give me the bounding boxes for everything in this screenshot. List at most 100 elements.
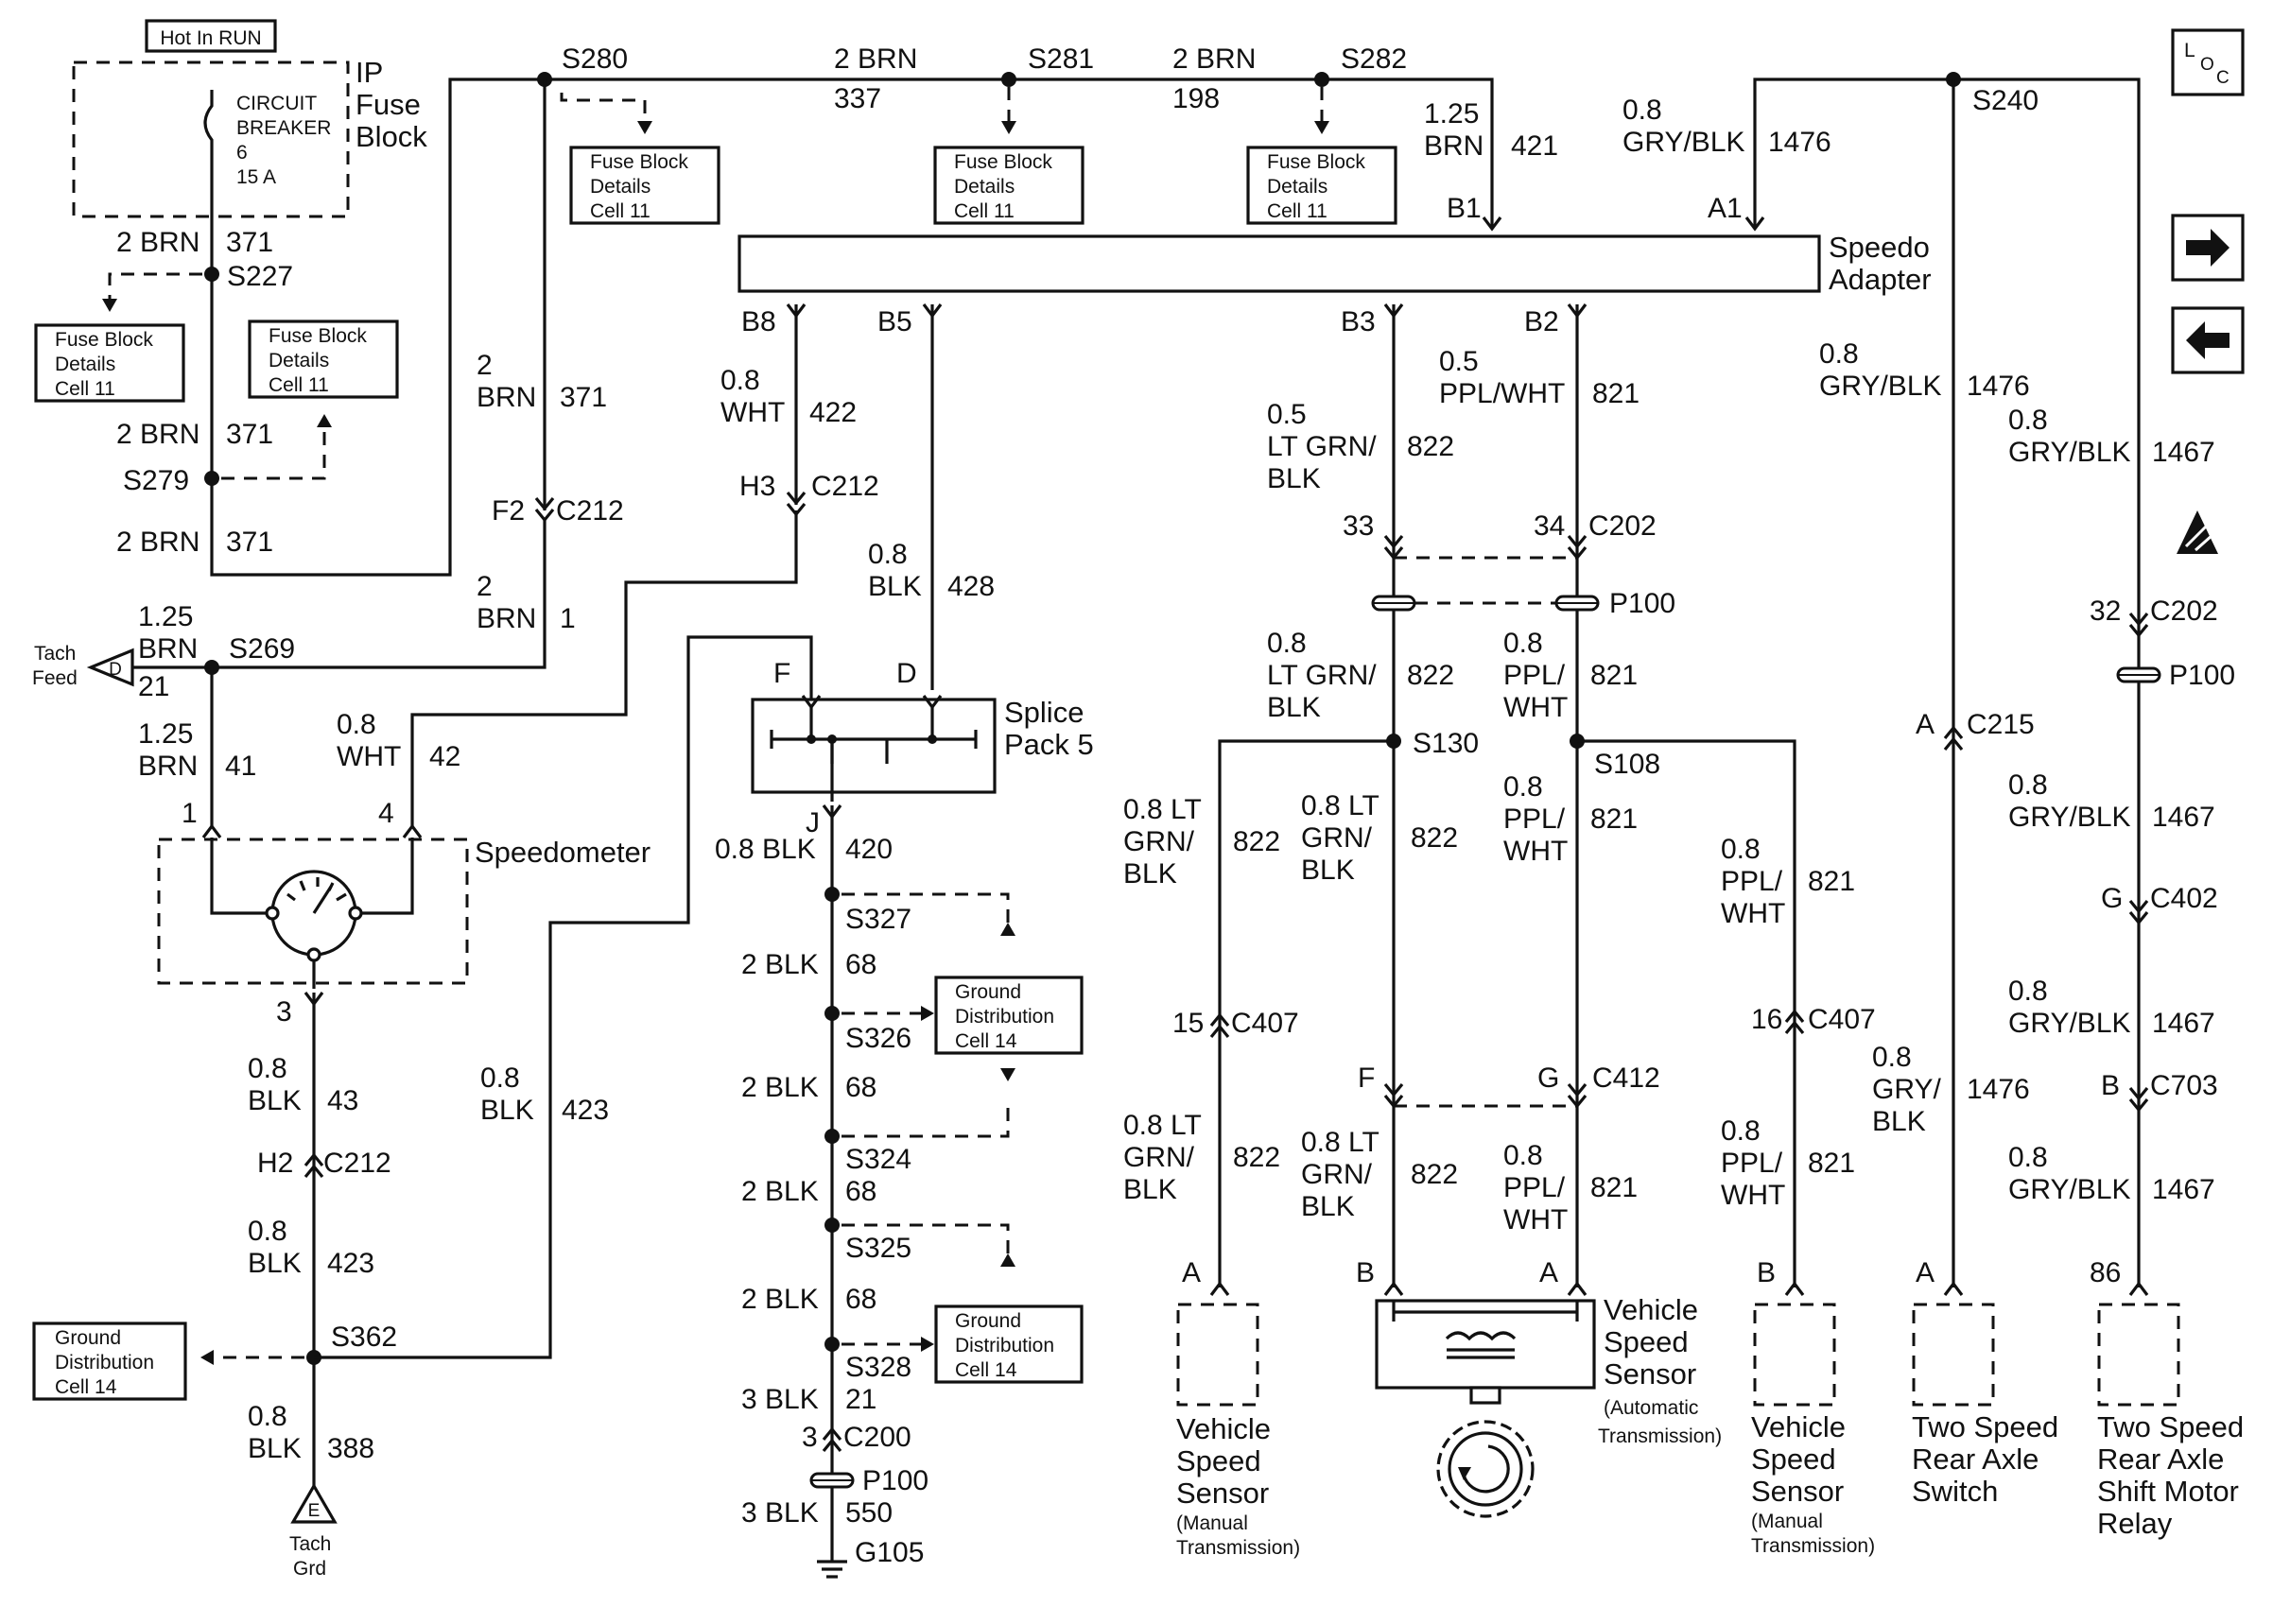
- arrow-right-glyph: [2186, 229, 2230, 267]
- wire-label: 198: [1172, 83, 1220, 114]
- ref-text: Cell 11: [590, 200, 651, 222]
- ref-text: Cell 11: [1267, 200, 1327, 222]
- pin: [1784, 1282, 1805, 1297]
- connector-label: 3: [802, 1422, 818, 1453]
- wire-label: 41: [225, 751, 256, 782]
- wire-label: GRN/: [1123, 1142, 1195, 1173]
- wire-label: 821: [1590, 660, 1638, 691]
- wire-label: 822: [1407, 660, 1454, 691]
- wire-label: 0.8: [248, 1216, 287, 1247]
- wire-label: 0.8: [1872, 1042, 1912, 1073]
- wire-label: 420: [845, 834, 893, 865]
- speedometer-label: Speedometer: [475, 836, 651, 869]
- connector-label: A: [1539, 1257, 1558, 1288]
- connector-label: C212: [323, 1148, 391, 1179]
- wire-label: 1: [560, 603, 576, 634]
- splice-label: S227: [227, 261, 293, 292]
- connector-label: H2: [257, 1148, 293, 1179]
- arrow-down-icon: [102, 299, 117, 312]
- connector-label: C202: [2150, 596, 2218, 627]
- wire-label: BLK: [248, 1085, 302, 1116]
- wire-label: GRY/BLK: [2008, 437, 2131, 468]
- ref-text: Distribution: [55, 1352, 154, 1373]
- connector-label: F2: [492, 495, 525, 527]
- wire-bus-2brn: [545, 78, 1494, 227]
- connector-label: J: [806, 807, 820, 838]
- connector-label: 16: [1751, 1004, 1782, 1035]
- wire-label: 428: [947, 571, 995, 602]
- ref-text: Cell 11: [55, 378, 115, 400]
- tach-feed-label: Feed: [32, 667, 78, 689]
- pin-label: 4: [378, 798, 394, 829]
- splice-s279: [204, 471, 219, 486]
- wire-label: PPL/: [1721, 1148, 1783, 1179]
- wire-822-manual: [1218, 739, 1394, 1287]
- relay-label: Shift Motor: [2097, 1475, 2239, 1508]
- wire-label: 0.8: [1503, 1140, 1543, 1171]
- splice-s326: [824, 1006, 840, 1021]
- rotation-arrow-icon: [1462, 1444, 1510, 1494]
- splice-pack-internal: [770, 705, 978, 764]
- connector-label: B: [1757, 1257, 1776, 1288]
- wire-label: BLK: [480, 1095, 534, 1126]
- wire-label: 1.25: [138, 718, 193, 750]
- wire-label: BRN: [1424, 130, 1484, 162]
- wire-label: 1476: [1768, 127, 1831, 158]
- wire-label: 337: [834, 83, 881, 114]
- ref-text: Fuse Block: [590, 151, 688, 173]
- wire-label: BLK: [1267, 463, 1321, 494]
- connector-label: C202: [1588, 510, 1657, 542]
- wire-label: 2 BRN: [834, 43, 917, 75]
- connector-label: 32: [2090, 596, 2121, 627]
- relay-label: Rear Axle: [2097, 1443, 2224, 1476]
- relay-label: Relay: [2097, 1507, 2173, 1540]
- connector-label: C407: [1808, 1004, 1876, 1035]
- wire-label: BLK: [1301, 855, 1355, 886]
- splice-label: S362: [331, 1322, 397, 1353]
- hot-in-run-label-box: [145, 19, 277, 53]
- wire-label: BRN: [138, 751, 198, 782]
- ref-text: Cell 11: [954, 200, 1015, 222]
- wire-label: BLK: [868, 571, 922, 602]
- wire-label: 822: [1233, 826, 1280, 857]
- gauge-terminal: [348, 906, 363, 921]
- gauge-terminal: [306, 947, 321, 962]
- splice-label: S280: [562, 43, 628, 75]
- wire-label: 388: [327, 1433, 374, 1464]
- wire-label: 0.8: [2008, 976, 2048, 1007]
- wire-label: 0.8 LT: [1123, 794, 1202, 825]
- wire-label: 0.8 LT: [1301, 790, 1379, 821]
- loc-icon-text: L: [2184, 40, 2195, 61]
- wire-label: 822: [1411, 822, 1458, 854]
- vss-label: Vehicle: [1604, 1293, 1698, 1326]
- wire-label: 68: [845, 949, 876, 980]
- splice-label: S279: [123, 465, 189, 496]
- pin-label: 1: [182, 798, 198, 829]
- reluctor-inner: [1448, 1431, 1523, 1507]
- dashed-ref-link: [221, 425, 326, 480]
- circuit-breaker-rating: 15 A: [236, 166, 276, 188]
- wire-label: PPL/: [1721, 866, 1783, 897]
- vss-label: Sensor: [1604, 1357, 1696, 1391]
- ref-box-fuse-block-details: [1246, 146, 1397, 225]
- arrow-down-icon: [1001, 121, 1016, 134]
- wire-label: 68: [845, 1072, 876, 1103]
- splice-label: S327: [845, 904, 911, 935]
- connector-label: G: [2101, 883, 2123, 914]
- arrow-right-icon[interactable]: [2171, 214, 2245, 282]
- speedometer-internal-wire: [210, 838, 414, 915]
- ref-text: Fuse Block: [55, 329, 153, 351]
- wire-label: 0.5: [1267, 399, 1307, 430]
- wire-label: PPL/: [1503, 1172, 1566, 1203]
- tach-feed-label: Tach: [34, 643, 76, 665]
- wire-label: 0.8: [248, 1401, 287, 1432]
- wire-label: 0.8: [2008, 769, 2048, 801]
- pin: [1383, 1282, 1404, 1297]
- splice-label: S282: [1341, 43, 1407, 75]
- splice-pack-label: Splice: [1004, 696, 1084, 729]
- wire-label: BLK: [248, 1248, 302, 1279]
- splice-s227: [204, 267, 219, 282]
- vss-label: Speed: [1604, 1325, 1689, 1358]
- splice-label: S324: [845, 1144, 911, 1175]
- arrow-down-icon: [1000, 1068, 1015, 1081]
